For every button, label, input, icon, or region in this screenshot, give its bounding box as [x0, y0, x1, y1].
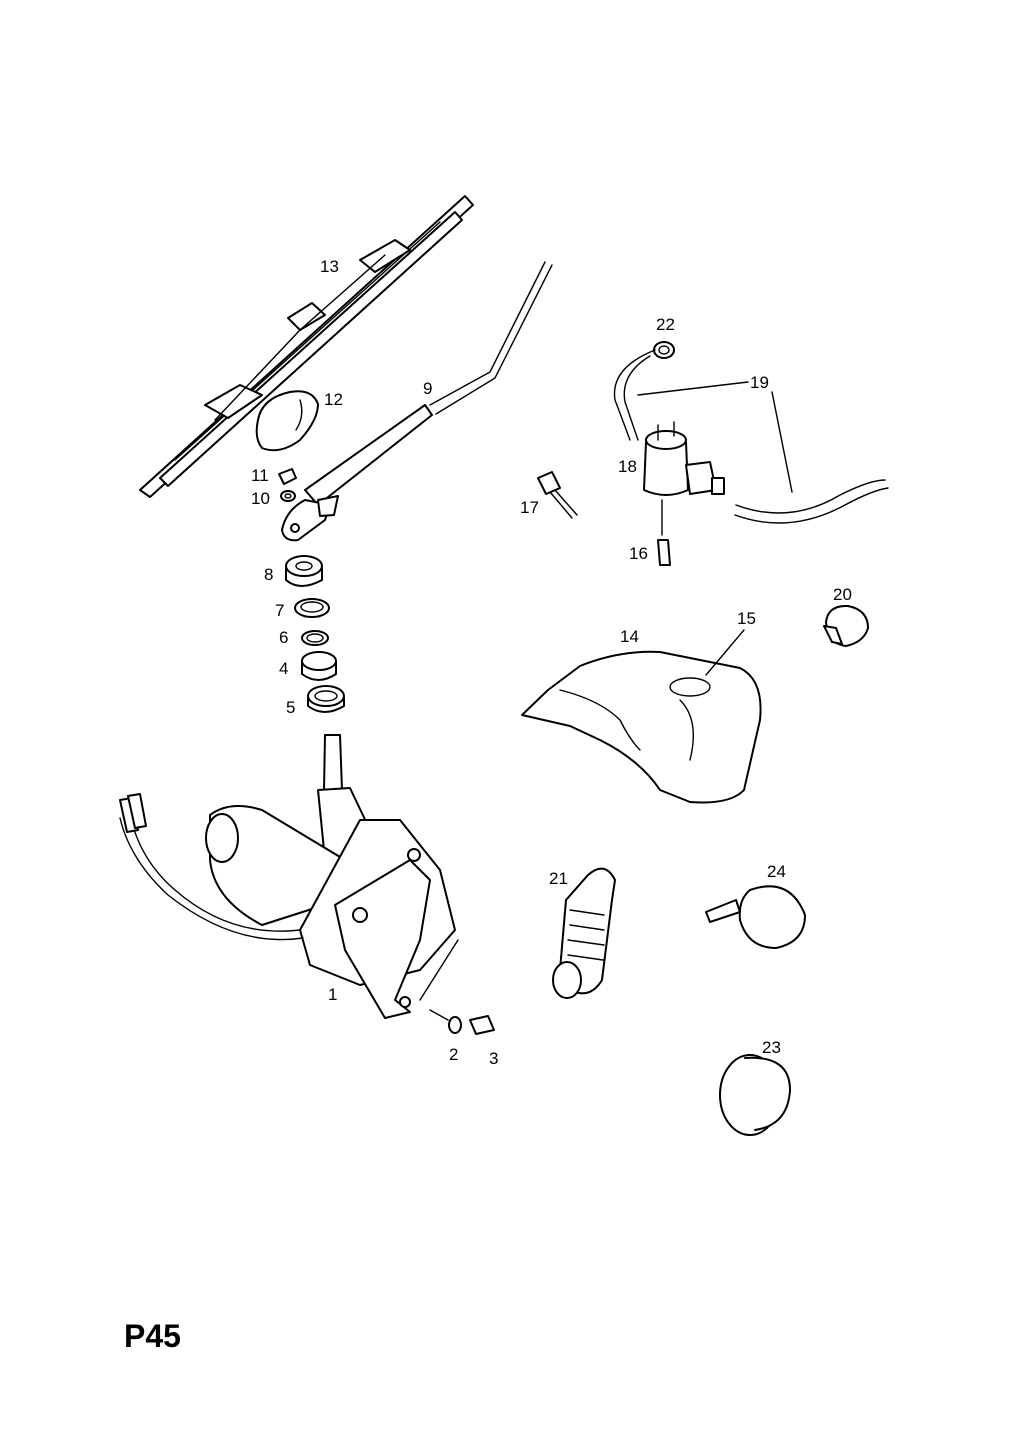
callout-10: 10	[251, 489, 270, 508]
callout-16: 16	[629, 544, 648, 563]
lock-washer	[448, 1016, 462, 1034]
washer	[280, 490, 296, 502]
washer-hose	[613, 349, 889, 524]
callout-8: 8	[264, 565, 273, 584]
callout-6: 6	[279, 628, 288, 647]
plug	[653, 341, 675, 359]
washer-reservoir	[521, 650, 762, 804]
callout-11: 11	[251, 466, 269, 485]
callout-23: 23	[762, 1038, 781, 1057]
callout-12: 12	[324, 390, 343, 409]
callout-2: 2	[449, 1045, 458, 1064]
screw	[537, 471, 578, 519]
callout-5: 5	[286, 698, 295, 717]
callout-22: 22	[656, 315, 675, 334]
callout-19: 19	[750, 373, 769, 392]
callout-18: 18	[618, 457, 637, 476]
grommet	[823, 604, 869, 647]
callout-15: 15	[737, 609, 756, 628]
callout-9: 9	[423, 379, 432, 398]
callout-13: 13	[320, 257, 339, 276]
wiper-blade	[139, 195, 474, 498]
nozzle	[657, 499, 671, 566]
bolt	[469, 1015, 495, 1035]
callout-20: 20	[833, 585, 852, 604]
page-code: P45	[124, 1318, 181, 1354]
cap-with-nipple	[705, 885, 806, 949]
callout-21: 21	[549, 869, 568, 888]
callout-14: 14	[620, 627, 639, 646]
nut	[278, 468, 297, 485]
callout-24: 24	[767, 862, 786, 881]
filler-hose	[552, 867, 616, 999]
wiper-arm-cap	[255, 390, 319, 452]
callout-7: 7	[275, 601, 284, 620]
cap	[719, 1054, 791, 1136]
leader-lines	[637, 381, 793, 676]
washer-pump	[643, 421, 725, 496]
wiper-motor	[119, 734, 459, 1021]
wiper-arm	[281, 261, 553, 542]
callout-1: 1	[328, 985, 337, 1004]
grommet-stack	[285, 555, 345, 713]
callout-3: 3	[489, 1049, 498, 1068]
callout-4: 4	[279, 659, 288, 678]
callout-17: 17	[520, 498, 539, 517]
